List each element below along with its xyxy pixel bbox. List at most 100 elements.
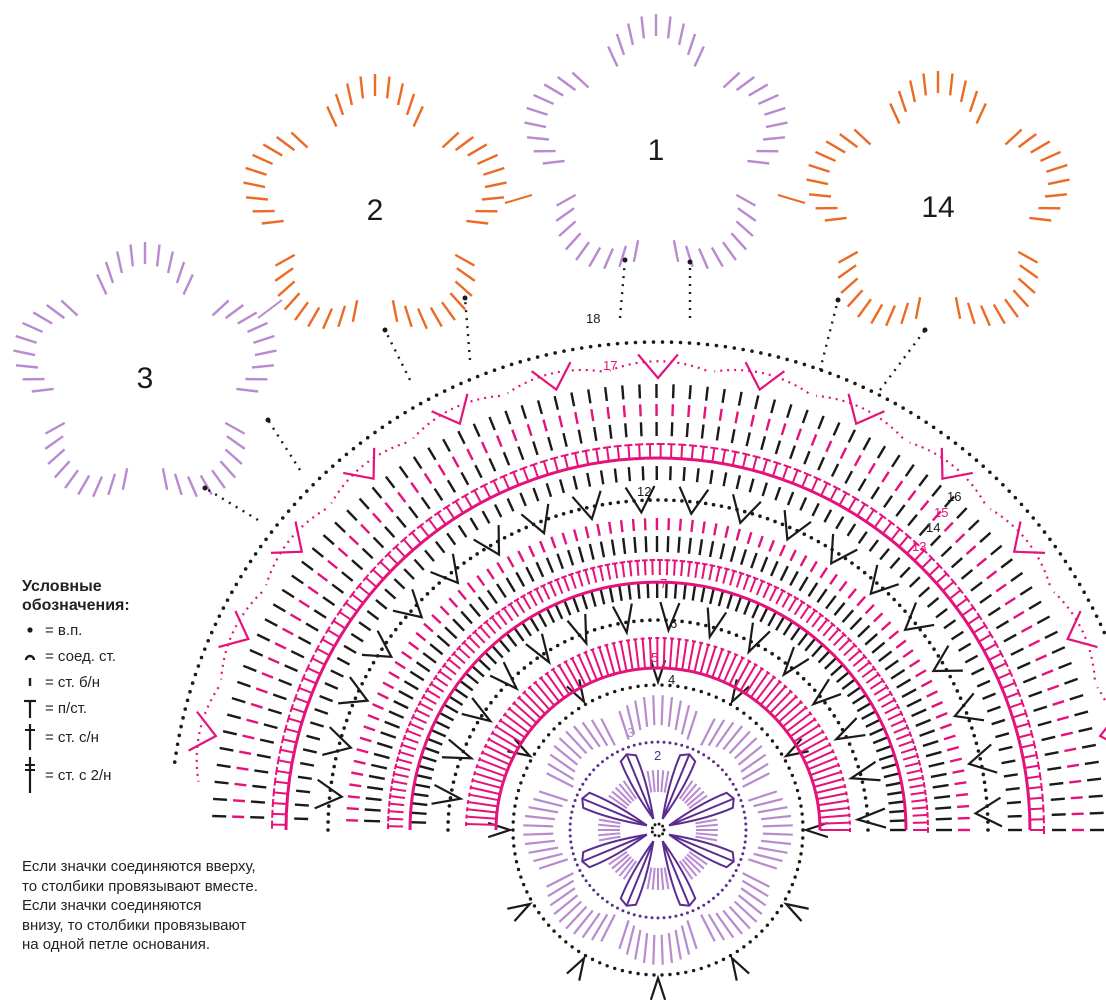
motif-stitch	[391, 300, 399, 323]
scallop	[506, 368, 602, 395]
shell-stitch	[528, 846, 559, 854]
motif-stitch	[44, 421, 66, 435]
motif-stitch	[403, 305, 413, 328]
cluster-mark	[430, 553, 460, 585]
motif-stitch	[276, 136, 296, 152]
scallop	[815, 394, 904, 439]
cluster-mark	[730, 955, 750, 981]
motif-stitch	[555, 193, 577, 207]
cluster-mark	[507, 902, 533, 922]
motif-label-1: 1	[648, 134, 665, 167]
motif-stitch	[173, 473, 183, 496]
motif-stitch	[294, 301, 309, 321]
note-line-4: внизу, то столбики провязывают	[22, 916, 247, 934]
row10-clusters	[314, 485, 1003, 828]
row-label-17: 17	[603, 358, 617, 373]
motif-stitch	[60, 299, 79, 317]
motif-stitch	[211, 299, 230, 317]
motif-stitch	[405, 93, 416, 116]
motif-stitch	[385, 76, 391, 99]
motif-stitch	[246, 321, 269, 334]
motif-stitch	[351, 300, 359, 323]
connector-line	[383, 329, 412, 381]
motif-stitch	[224, 448, 243, 465]
motif-stitch	[564, 232, 582, 251]
cluster-mark	[441, 738, 475, 760]
motif-stitch	[558, 220, 577, 237]
arrow-head	[382, 327, 388, 333]
row-label-15: 15	[934, 505, 948, 520]
shell-stitch	[715, 721, 735, 748]
motif-stitch	[588, 246, 602, 268]
motif-stitch	[840, 277, 859, 294]
motif-stitch	[441, 131, 460, 149]
motif-stitch	[853, 128, 872, 146]
motif-stitch	[900, 302, 910, 325]
cluster-mark	[952, 692, 985, 722]
shell-stitch	[742, 772, 770, 788]
motif-stitch	[885, 305, 897, 327]
motif-stitch	[615, 33, 626, 56]
motif-stitch	[334, 93, 345, 116]
motif-1: 1	[524, 14, 788, 270]
motif-stitch	[922, 73, 928, 96]
row7-stitches	[387, 559, 929, 833]
cluster-mark	[931, 645, 963, 673]
shell-stitch	[728, 905, 751, 930]
row8-dash	[364, 535, 952, 832]
shell-stitch	[733, 737, 758, 760]
motif-stitch	[449, 292, 467, 311]
half-double-crochet-icon	[22, 697, 42, 719]
motif-stitch	[526, 136, 550, 141]
row6-clusters	[431, 601, 887, 829]
shell-stitch	[674, 700, 682, 731]
shell-stitch	[700, 718, 716, 746]
petal-outline	[581, 833, 648, 869]
motif-stitch	[557, 76, 577, 92]
cluster-mark	[1012, 521, 1046, 555]
motif-stitch	[959, 80, 967, 103]
petal-stitch	[581, 797, 648, 827]
shell-stitch	[565, 905, 588, 930]
motif-14: 14	[806, 71, 1070, 327]
motif-label-2: 2	[367, 194, 384, 227]
shell-stitch	[634, 929, 642, 960]
motif-stitch	[526, 106, 548, 116]
motif-stitch	[15, 334, 37, 344]
motif-stitch	[722, 241, 737, 261]
shell-stitch	[549, 887, 576, 907]
shell-stitch	[680, 705, 691, 735]
cluster-mark	[781, 646, 810, 678]
shell-stitch	[523, 824, 554, 828]
motif-stitch	[277, 280, 296, 297]
cluster-mark	[338, 676, 370, 705]
cluster-mark	[731, 494, 762, 526]
shell-stitch	[737, 894, 763, 915]
shell-stitch	[573, 909, 594, 935]
petal-stitch	[625, 840, 655, 907]
shell-stitch	[742, 872, 770, 888]
shell-stitch	[547, 879, 575, 898]
motif-stitch	[116, 251, 124, 274]
motif-label-3: 3	[137, 362, 154, 395]
cluster-mark	[343, 447, 376, 481]
double-crochet-icon	[22, 722, 42, 752]
arrow-head	[462, 295, 468, 301]
scallop	[609, 360, 707, 372]
motif-stitch	[359, 76, 365, 99]
motif-stitch	[155, 244, 161, 267]
shell-stitch	[547, 762, 575, 781]
motif-stitch	[737, 207, 757, 222]
petal-outline	[668, 833, 735, 869]
petal-stitch	[661, 753, 691, 820]
petal-stitch	[625, 753, 655, 820]
petal-stitch	[668, 833, 735, 863]
motif-stitch	[211, 469, 226, 489]
scallop	[265, 508, 327, 586]
motif-stitch	[251, 364, 275, 369]
motif-stitch	[666, 16, 672, 39]
motif-stitch	[219, 460, 237, 479]
cluster-mark	[847, 760, 881, 782]
shell-stitch	[590, 913, 609, 941]
shell-stitch	[533, 852, 563, 863]
